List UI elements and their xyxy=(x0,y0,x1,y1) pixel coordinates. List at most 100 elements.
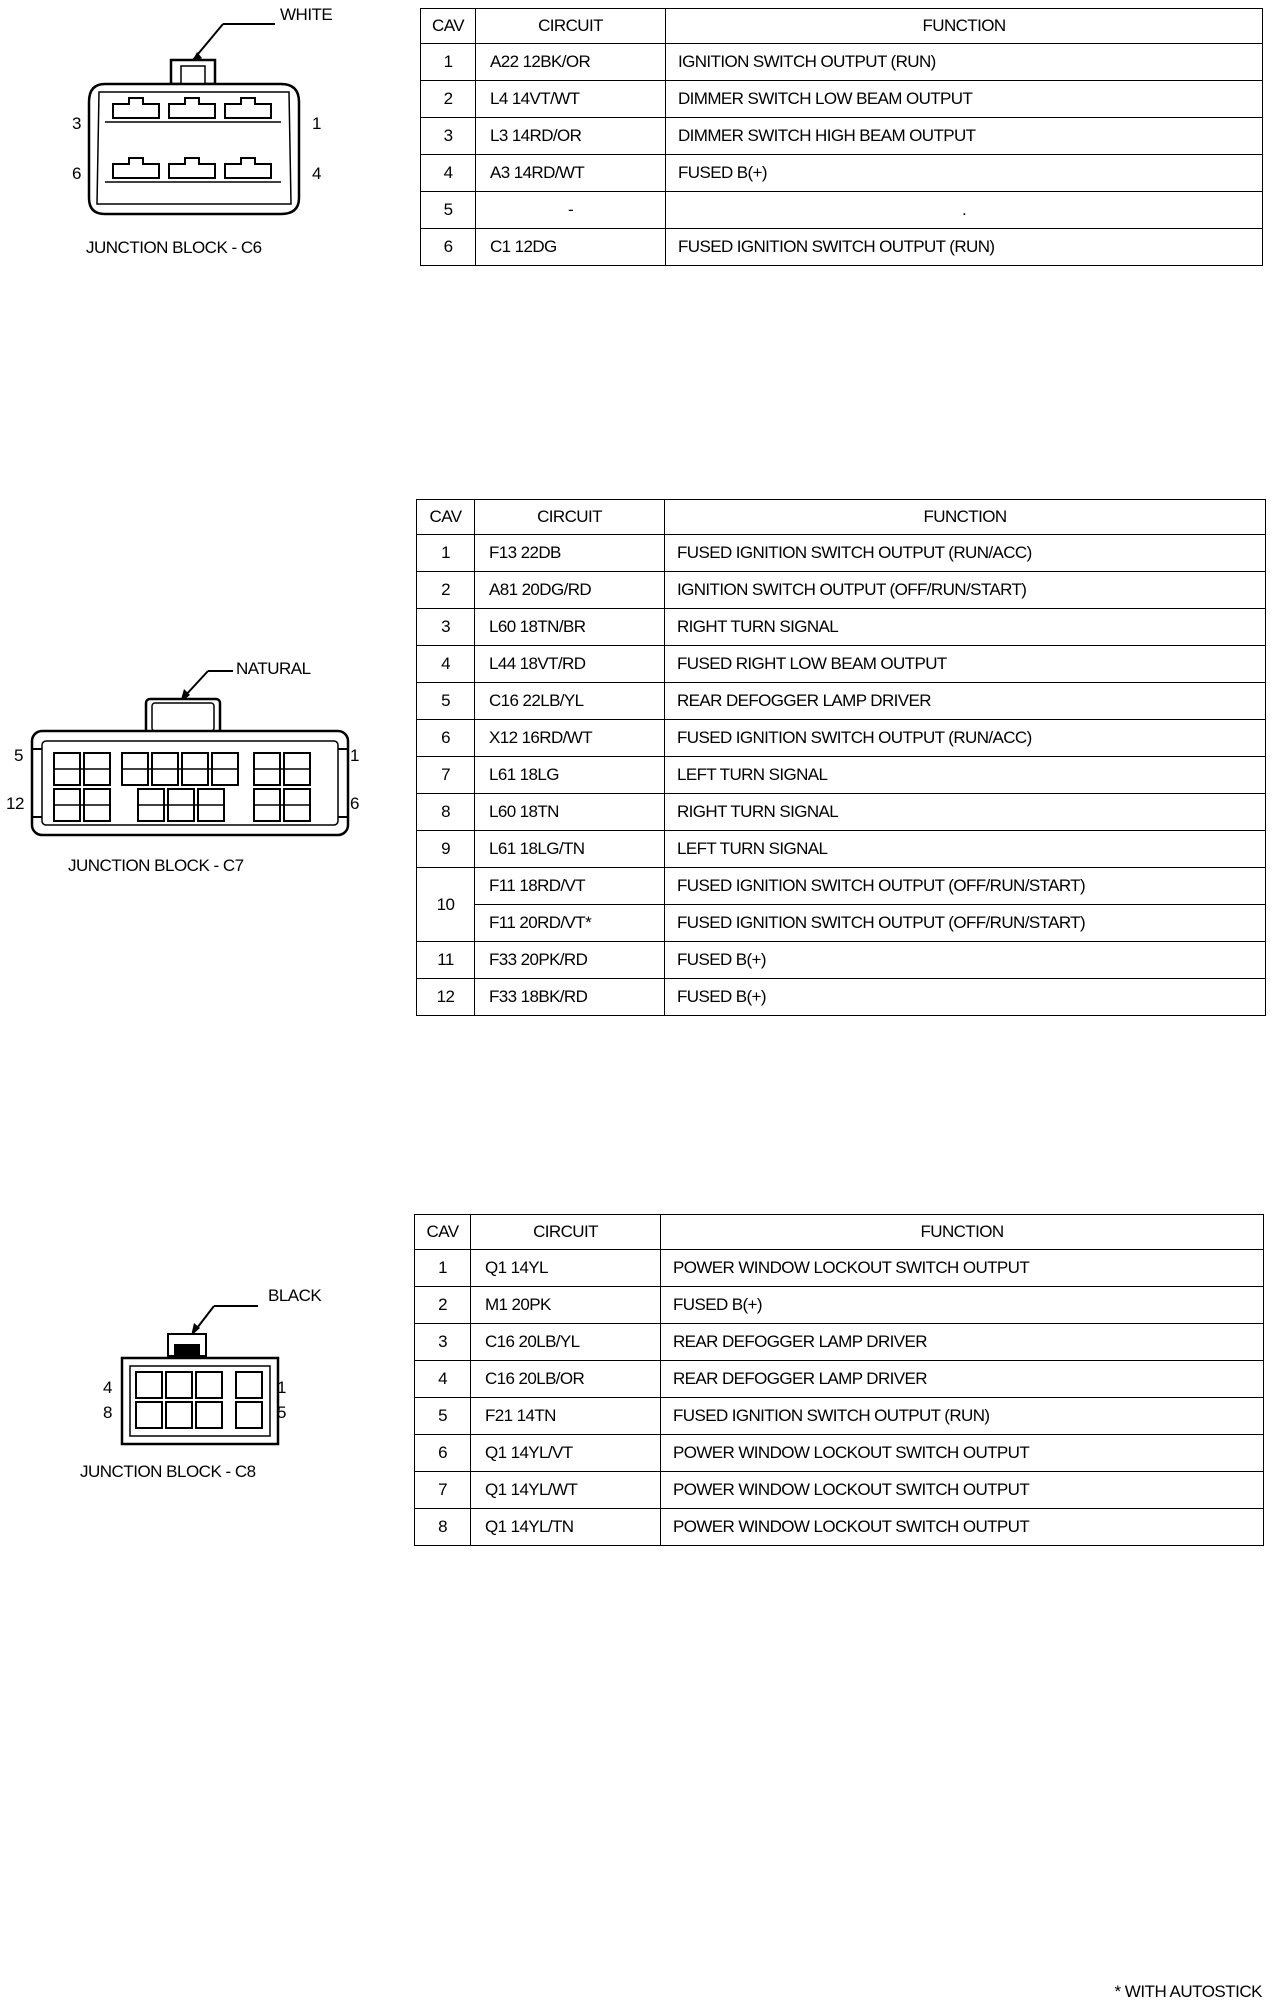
c6-pin-tl: 3 xyxy=(72,114,81,133)
function-cell: POWER WINDOW LOCKOUT SWITCH OUTPUT xyxy=(660,1508,1264,1546)
c6-pin-tr: 1 xyxy=(312,114,321,133)
cav-cell: 7 xyxy=(414,1471,471,1509)
table-row: F11 20RD/VT*FUSED IGNITION SWITCH OUTPUT… xyxy=(417,904,1266,942)
circuit-cell: M1 20PK xyxy=(470,1286,661,1324)
cav-cell: 2 xyxy=(420,80,476,118)
c6-name: JUNCTION BLOCK - C6 xyxy=(86,238,262,257)
circuit-cell: - xyxy=(475,191,666,229)
connector-c6-drawing xyxy=(85,18,325,228)
cav-cell: 4 xyxy=(416,645,475,683)
c8-name: JUNCTION BLOCK - C8 xyxy=(80,1462,256,1481)
cav-cell: 4 xyxy=(414,1360,471,1398)
header-cav: CAV xyxy=(414,1214,471,1250)
c7-pin-bl: 12 xyxy=(6,794,24,813)
c6-color-label: WHITE xyxy=(280,5,333,24)
circuit-cell: Q1 14YL/VT xyxy=(470,1434,661,1472)
cav-cell: 6 xyxy=(414,1434,471,1472)
function-cell: FUSED IGNITION SWITCH OUTPUT (OFF/RUN/ST… xyxy=(664,867,1266,905)
circuit-cell: F33 18BK/RD xyxy=(474,978,665,1016)
header-cav: CAV xyxy=(416,499,475,535)
circuit-cell: L4 14VT/WT xyxy=(475,80,666,118)
cav-cell: 9 xyxy=(416,830,475,868)
cav-cell: 3 xyxy=(414,1323,471,1361)
cav-cell: 2 xyxy=(416,571,475,609)
table-row: 1 A22 12BK/OR IGNITION SWITCH OUTPUT (RU… xyxy=(420,43,1263,81)
c8-color-label: BLACK xyxy=(268,1286,322,1305)
function-cell: POWER WINDOW LOCKOUT SWITCH OUTPUT xyxy=(660,1249,1264,1287)
c8-pin-br: 5 xyxy=(277,1403,286,1422)
circuit-cell: Q1 14YL/TN xyxy=(470,1508,661,1546)
cav-cell: 1 xyxy=(414,1249,471,1287)
footnote: * WITH AUTOSTICK xyxy=(1114,1982,1262,2001)
function-cell: REAR DEFOGGER LAMP DRIVER xyxy=(660,1323,1264,1361)
cav-cell: 5 xyxy=(416,682,475,720)
header-function: FUNCTION xyxy=(665,8,1263,44)
circuit-cell: F11 18RD/VT xyxy=(474,867,665,905)
cav-cell: 2 xyxy=(414,1286,471,1324)
header-circuit: CIRCUIT xyxy=(470,1214,661,1250)
header-function: FUNCTION xyxy=(660,1214,1264,1250)
function-cell: . xyxy=(665,191,1263,229)
circuit-cell: Q1 14YL xyxy=(470,1249,661,1287)
cav-cell: 6 xyxy=(420,228,476,266)
header-cav: CAV xyxy=(420,8,476,44)
header-circuit: CIRCUIT xyxy=(474,499,665,535)
connector-c7-drawing xyxy=(28,655,358,845)
cav-cell: 5 xyxy=(414,1397,471,1435)
function-cell: FUSED IGNITION SWITCH OUTPUT (RUN) xyxy=(660,1397,1264,1435)
connector-c8-drawing xyxy=(118,1270,298,1450)
function-cell: IGNITION SWITCH OUTPUT (OFF/RUN/START) xyxy=(664,571,1266,609)
function-cell: FUSED RIGHT LOW BEAM OUTPUT xyxy=(664,645,1266,683)
c6-pin-br: 4 xyxy=(312,164,321,183)
function-cell: DIMMER SWITCH HIGH BEAM OUTPUT xyxy=(665,117,1263,155)
function-cell: FUSED B(+) xyxy=(664,941,1266,979)
cav-cell: 8 xyxy=(414,1508,471,1546)
circuit-cell: A22 12BK/OR xyxy=(475,43,666,81)
cav-cell: 3 xyxy=(420,117,476,155)
function-cell: RIGHT TURN SIGNAL xyxy=(664,608,1266,646)
circuit-cell: F33 20PK/RD xyxy=(474,941,665,979)
circuit-cell: L60 18TN/BR xyxy=(474,608,665,646)
c8-pin-bl: 8 xyxy=(103,1403,112,1422)
c8-pin-tr: 1 xyxy=(277,1378,286,1397)
cav-cell: 8 xyxy=(416,793,475,831)
cav-cell: 10 xyxy=(416,867,475,942)
c7-pin-tr: 1 xyxy=(350,746,359,765)
table-row: 5 - . xyxy=(420,191,1263,229)
header-circuit: CIRCUIT xyxy=(475,8,666,44)
circuit-cell: L3 14RD/OR xyxy=(475,117,666,155)
function-cell: FUSED IGNITION SWITCH OUTPUT (RUN) xyxy=(665,228,1263,266)
cav-cell: 6 xyxy=(416,719,475,757)
circuit-cell: X12 16RD/WT xyxy=(474,719,665,757)
cav-cell: 1 xyxy=(416,534,475,572)
c7-color-label: NATURAL xyxy=(236,659,311,678)
function-cell: FUSED B(+) xyxy=(660,1286,1264,1324)
circuit-cell: L61 18LG xyxy=(474,756,665,794)
function-cell: DIMMER SWITCH LOW BEAM OUTPUT xyxy=(665,80,1263,118)
cav-cell: 4 xyxy=(420,154,476,192)
c7-pin-tl: 5 xyxy=(14,746,23,765)
function-cell: POWER WINDOW LOCKOUT SWITCH OUTPUT xyxy=(660,1471,1264,1509)
table-row: 4 A3 14RD/WT FUSED B(+) xyxy=(420,154,1263,192)
cav-cell: 3 xyxy=(416,608,475,646)
circuit-cell: L61 18LG/TN xyxy=(474,830,665,868)
function-cell: IGNITION SWITCH OUTPUT (RUN) xyxy=(665,43,1263,81)
circuit-cell: C16 20LB/YL xyxy=(470,1323,661,1361)
function-cell: FUSED B(+) xyxy=(665,154,1263,192)
circuit-cell: F11 20RD/VT* xyxy=(474,904,665,942)
function-cell: REAR DEFOGGER LAMP DRIVER xyxy=(660,1360,1264,1398)
